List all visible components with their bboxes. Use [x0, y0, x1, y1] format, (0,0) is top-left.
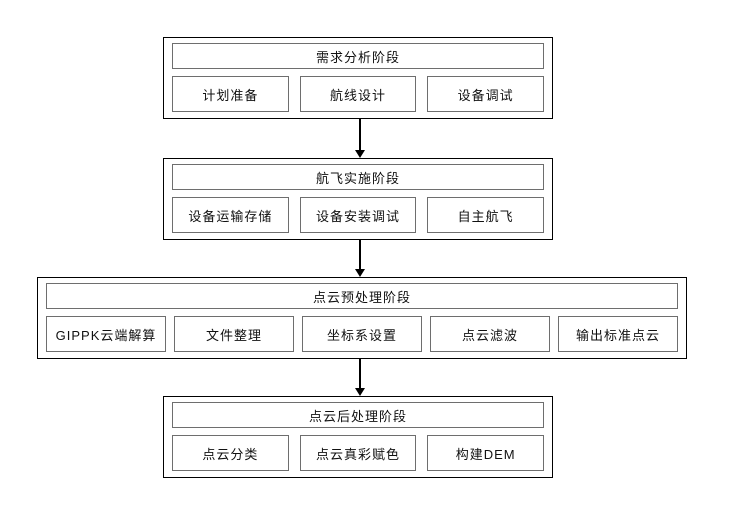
stage-steps-row: GIPPK云端解算文件整理坐标系设置点云滤波输出标准点云 [46, 316, 678, 352]
step-box: 点云真彩赋色 [299, 435, 417, 471]
stage-steps-row: 设备运输存储设备安装调试自主航飞 [172, 197, 545, 233]
step-box: 点云分类 [172, 435, 289, 471]
stage-title: 需求分析阶段 [172, 43, 544, 69]
stage-4: 点云后处理阶段点云分类点云真彩赋色构建DEM [163, 396, 553, 478]
step-box: GIPPK云端解算 [46, 316, 166, 352]
stage-2: 航飞实施阶段设备运输存储设备安装调试自主航飞 [163, 158, 553, 240]
step-box: 设备安装调试 [299, 197, 417, 233]
step-box: 设备运输存储 [172, 197, 289, 233]
step-box: 航线设计 [299, 76, 417, 112]
step-box: 设备调试 [427, 76, 545, 112]
arrow-down-icon [359, 240, 361, 269]
stage-3: 点云预处理阶段 GIPPK云端解算文件整理坐标系设置点云滤波输出标准点云 [37, 277, 687, 359]
step-box: 输出标准点云 [558, 316, 678, 352]
step-box: 计划准备 [172, 76, 289, 112]
step-box: 自主航飞 [427, 197, 545, 233]
stage-title: 航飞实施阶段 [172, 164, 544, 190]
stage-steps-row: 点云分类点云真彩赋色构建DEM [172, 435, 545, 471]
stage-steps-row: 计划准备航线设计设备调试 [172, 76, 545, 112]
step-box: 文件整理 [174, 316, 294, 352]
step-box: 点云滤波 [430, 316, 550, 352]
stage-title: 点云后处理阶段 [172, 402, 544, 428]
stage-1: 需求分析阶段计划准备航线设计设备调试 [163, 37, 553, 119]
arrow-down-icon [359, 359, 361, 388]
arrow-down-icon [359, 119, 361, 150]
step-box: 坐标系设置 [302, 316, 422, 352]
step-box: 构建DEM [427, 435, 545, 471]
stage-title: 点云预处理阶段 [46, 283, 678, 309]
